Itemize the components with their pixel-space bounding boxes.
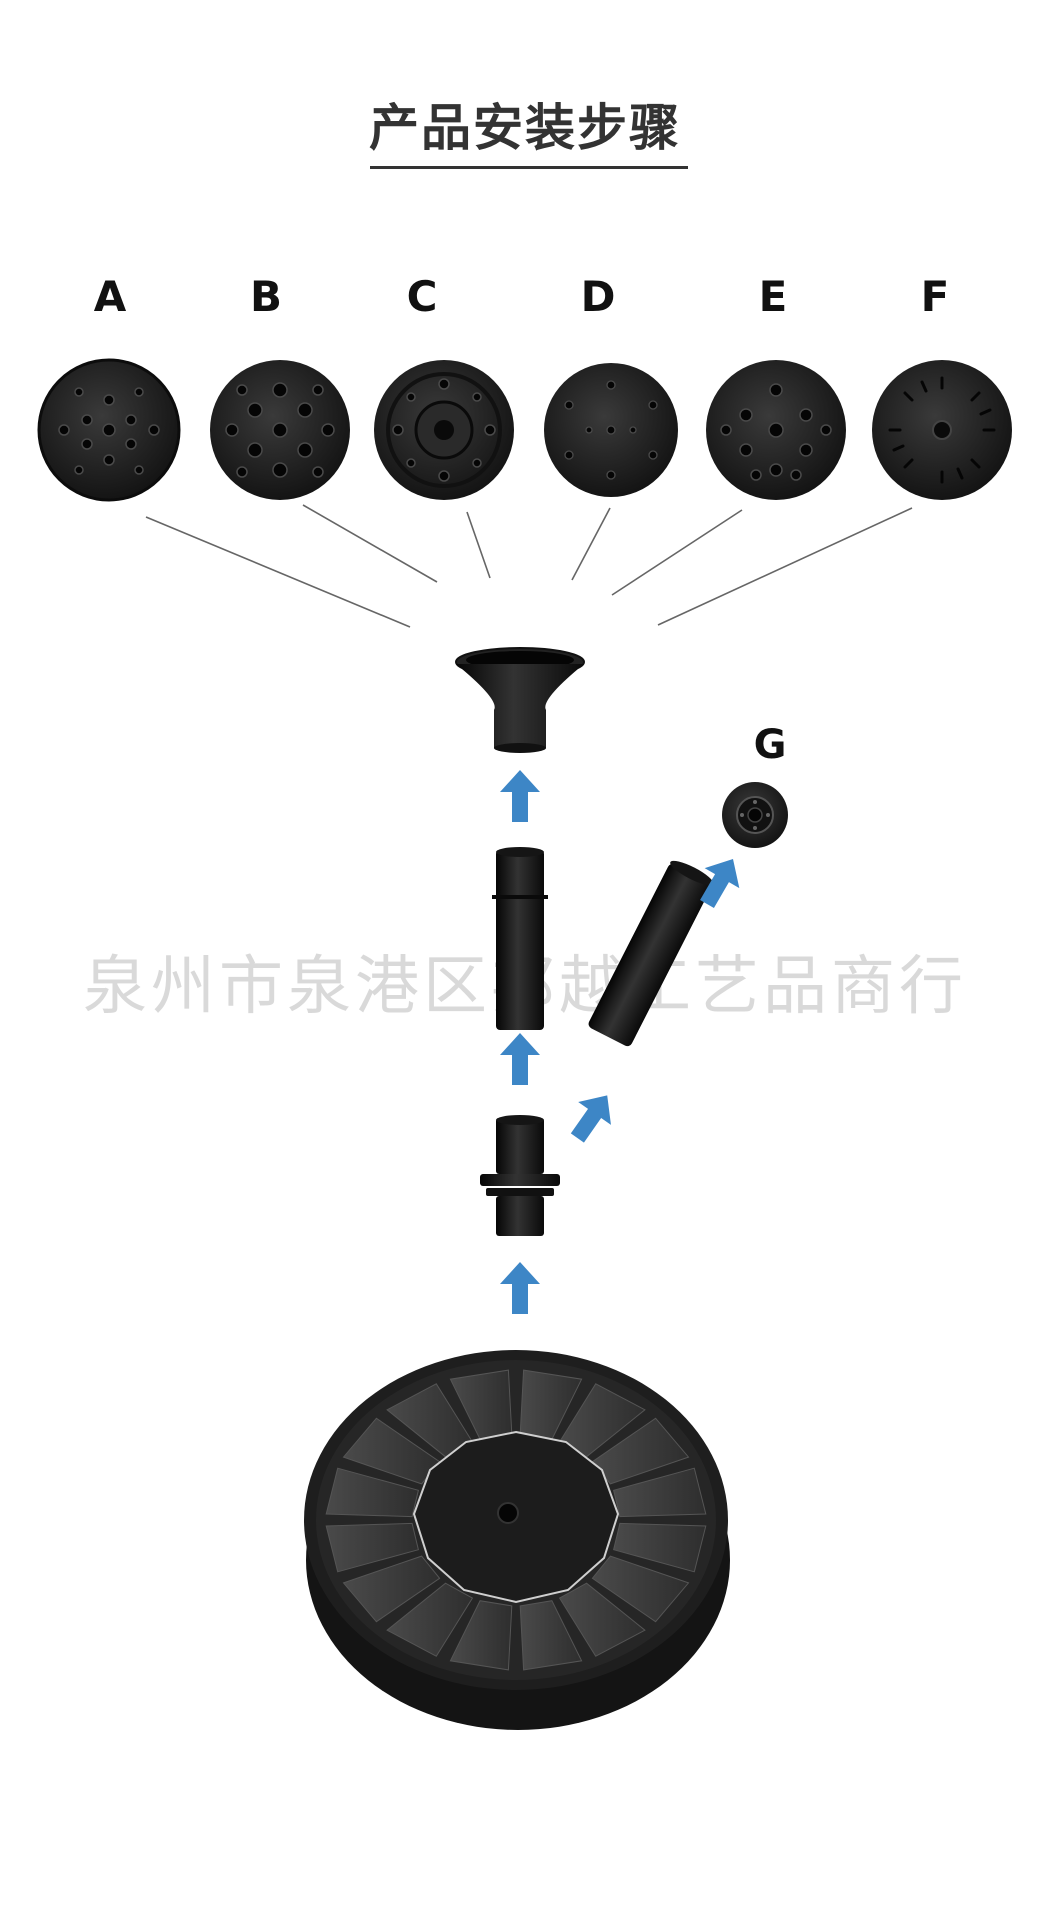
nozzle-label-a: A bbox=[93, 272, 127, 321]
funnel-cup-icon bbox=[455, 647, 585, 753]
connector-lines bbox=[145, 504, 913, 628]
arrow-up-icon bbox=[500, 1033, 540, 1085]
arrow-diagonal-icon bbox=[560, 1083, 624, 1150]
arrow-up-icon bbox=[500, 770, 540, 822]
nozzle-d-icon bbox=[544, 363, 678, 497]
nozzle-label-f: F bbox=[920, 272, 950, 321]
solar-panel-segment bbox=[558, 1582, 646, 1657]
solar-panel-segment bbox=[342, 1555, 441, 1623]
solar-panel-segment bbox=[591, 1555, 690, 1623]
nozzle-a-icon bbox=[37, 358, 181, 502]
extension-tube-icon bbox=[492, 847, 548, 1030]
solar-panel-segment bbox=[613, 1467, 707, 1518]
title-underline bbox=[370, 166, 688, 169]
nozzle-f-icon bbox=[872, 360, 1012, 500]
solar-pump-base-icon bbox=[304, 1350, 730, 1730]
solar-panel-segment bbox=[325, 1467, 419, 1518]
diagonal-tube-icon bbox=[588, 860, 714, 1047]
solar-panel-segment bbox=[325, 1522, 419, 1573]
nozzle-label-b: B bbox=[249, 272, 282, 321]
solar-panel-segment bbox=[449, 1600, 513, 1671]
nozzle-label-e: E bbox=[758, 272, 788, 321]
solar-panel-segment bbox=[519, 1600, 583, 1671]
nozzle-label-d: D bbox=[580, 272, 616, 321]
arrow-up-icon bbox=[500, 1262, 540, 1314]
nozzle-label-c: C bbox=[406, 272, 438, 321]
nozzle-e-icon bbox=[706, 360, 846, 500]
solar-panel-segment bbox=[386, 1582, 474, 1657]
nozzle-g-icon bbox=[722, 782, 788, 848]
solar-panel-segment bbox=[613, 1522, 707, 1573]
nozzle-c-icon bbox=[374, 360, 514, 500]
nozzle-b-icon bbox=[210, 360, 350, 500]
nozzle-label-g: G bbox=[753, 722, 787, 768]
adapter-icon bbox=[480, 1115, 560, 1236]
page-title: 产品安装步骤 bbox=[369, 99, 681, 157]
